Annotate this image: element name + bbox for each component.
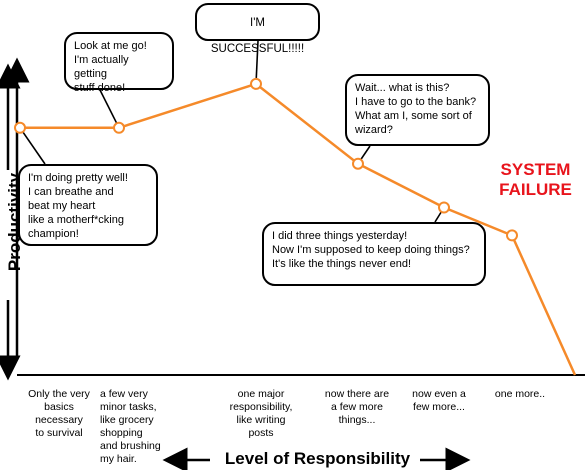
tick-label-4: now even a few more... xyxy=(412,388,466,413)
annotation-bubble-2: I'M SUCCESSFUL!!!!! xyxy=(195,3,320,55)
data-point-0 xyxy=(14,121,26,134)
annotation-bubble-0: I'm doing pretty well! I can breathe and… xyxy=(18,164,158,246)
tick-label-0: Only the very basics necessary to surviv… xyxy=(28,388,90,439)
annotation-bubble-4: I did three things yesterday! Now I'm su… xyxy=(262,222,486,286)
data-point-3 xyxy=(352,157,364,170)
tick-label-5: one more.. xyxy=(494,388,546,400)
bubble-pointer-0 xyxy=(19,127,46,165)
tick-label-1: a few very minor tasks, like grocery sho… xyxy=(100,388,161,465)
data-point-5 xyxy=(506,229,518,242)
annotation-bubble-1: Look at me go! I'm actually getting stuf… xyxy=(64,32,174,94)
data-point-2 xyxy=(250,77,262,90)
system-failure-label: SYSTEM FAILURE xyxy=(499,160,572,199)
annotation-bubble-3: Wait... what is this? I have to go to th… xyxy=(345,74,490,146)
tick-label-3: now there are a few more things... xyxy=(324,388,390,426)
bubble-pointer-1 xyxy=(99,89,120,129)
x-axis-label: Level of Responsibility xyxy=(224,449,411,468)
tick-label-2: one major responsibility, like writing p… xyxy=(229,388,293,439)
bubble-pointer-2 xyxy=(255,40,259,84)
data-point-1 xyxy=(113,121,125,134)
data-point-4 xyxy=(438,201,450,214)
series-points xyxy=(14,77,518,242)
